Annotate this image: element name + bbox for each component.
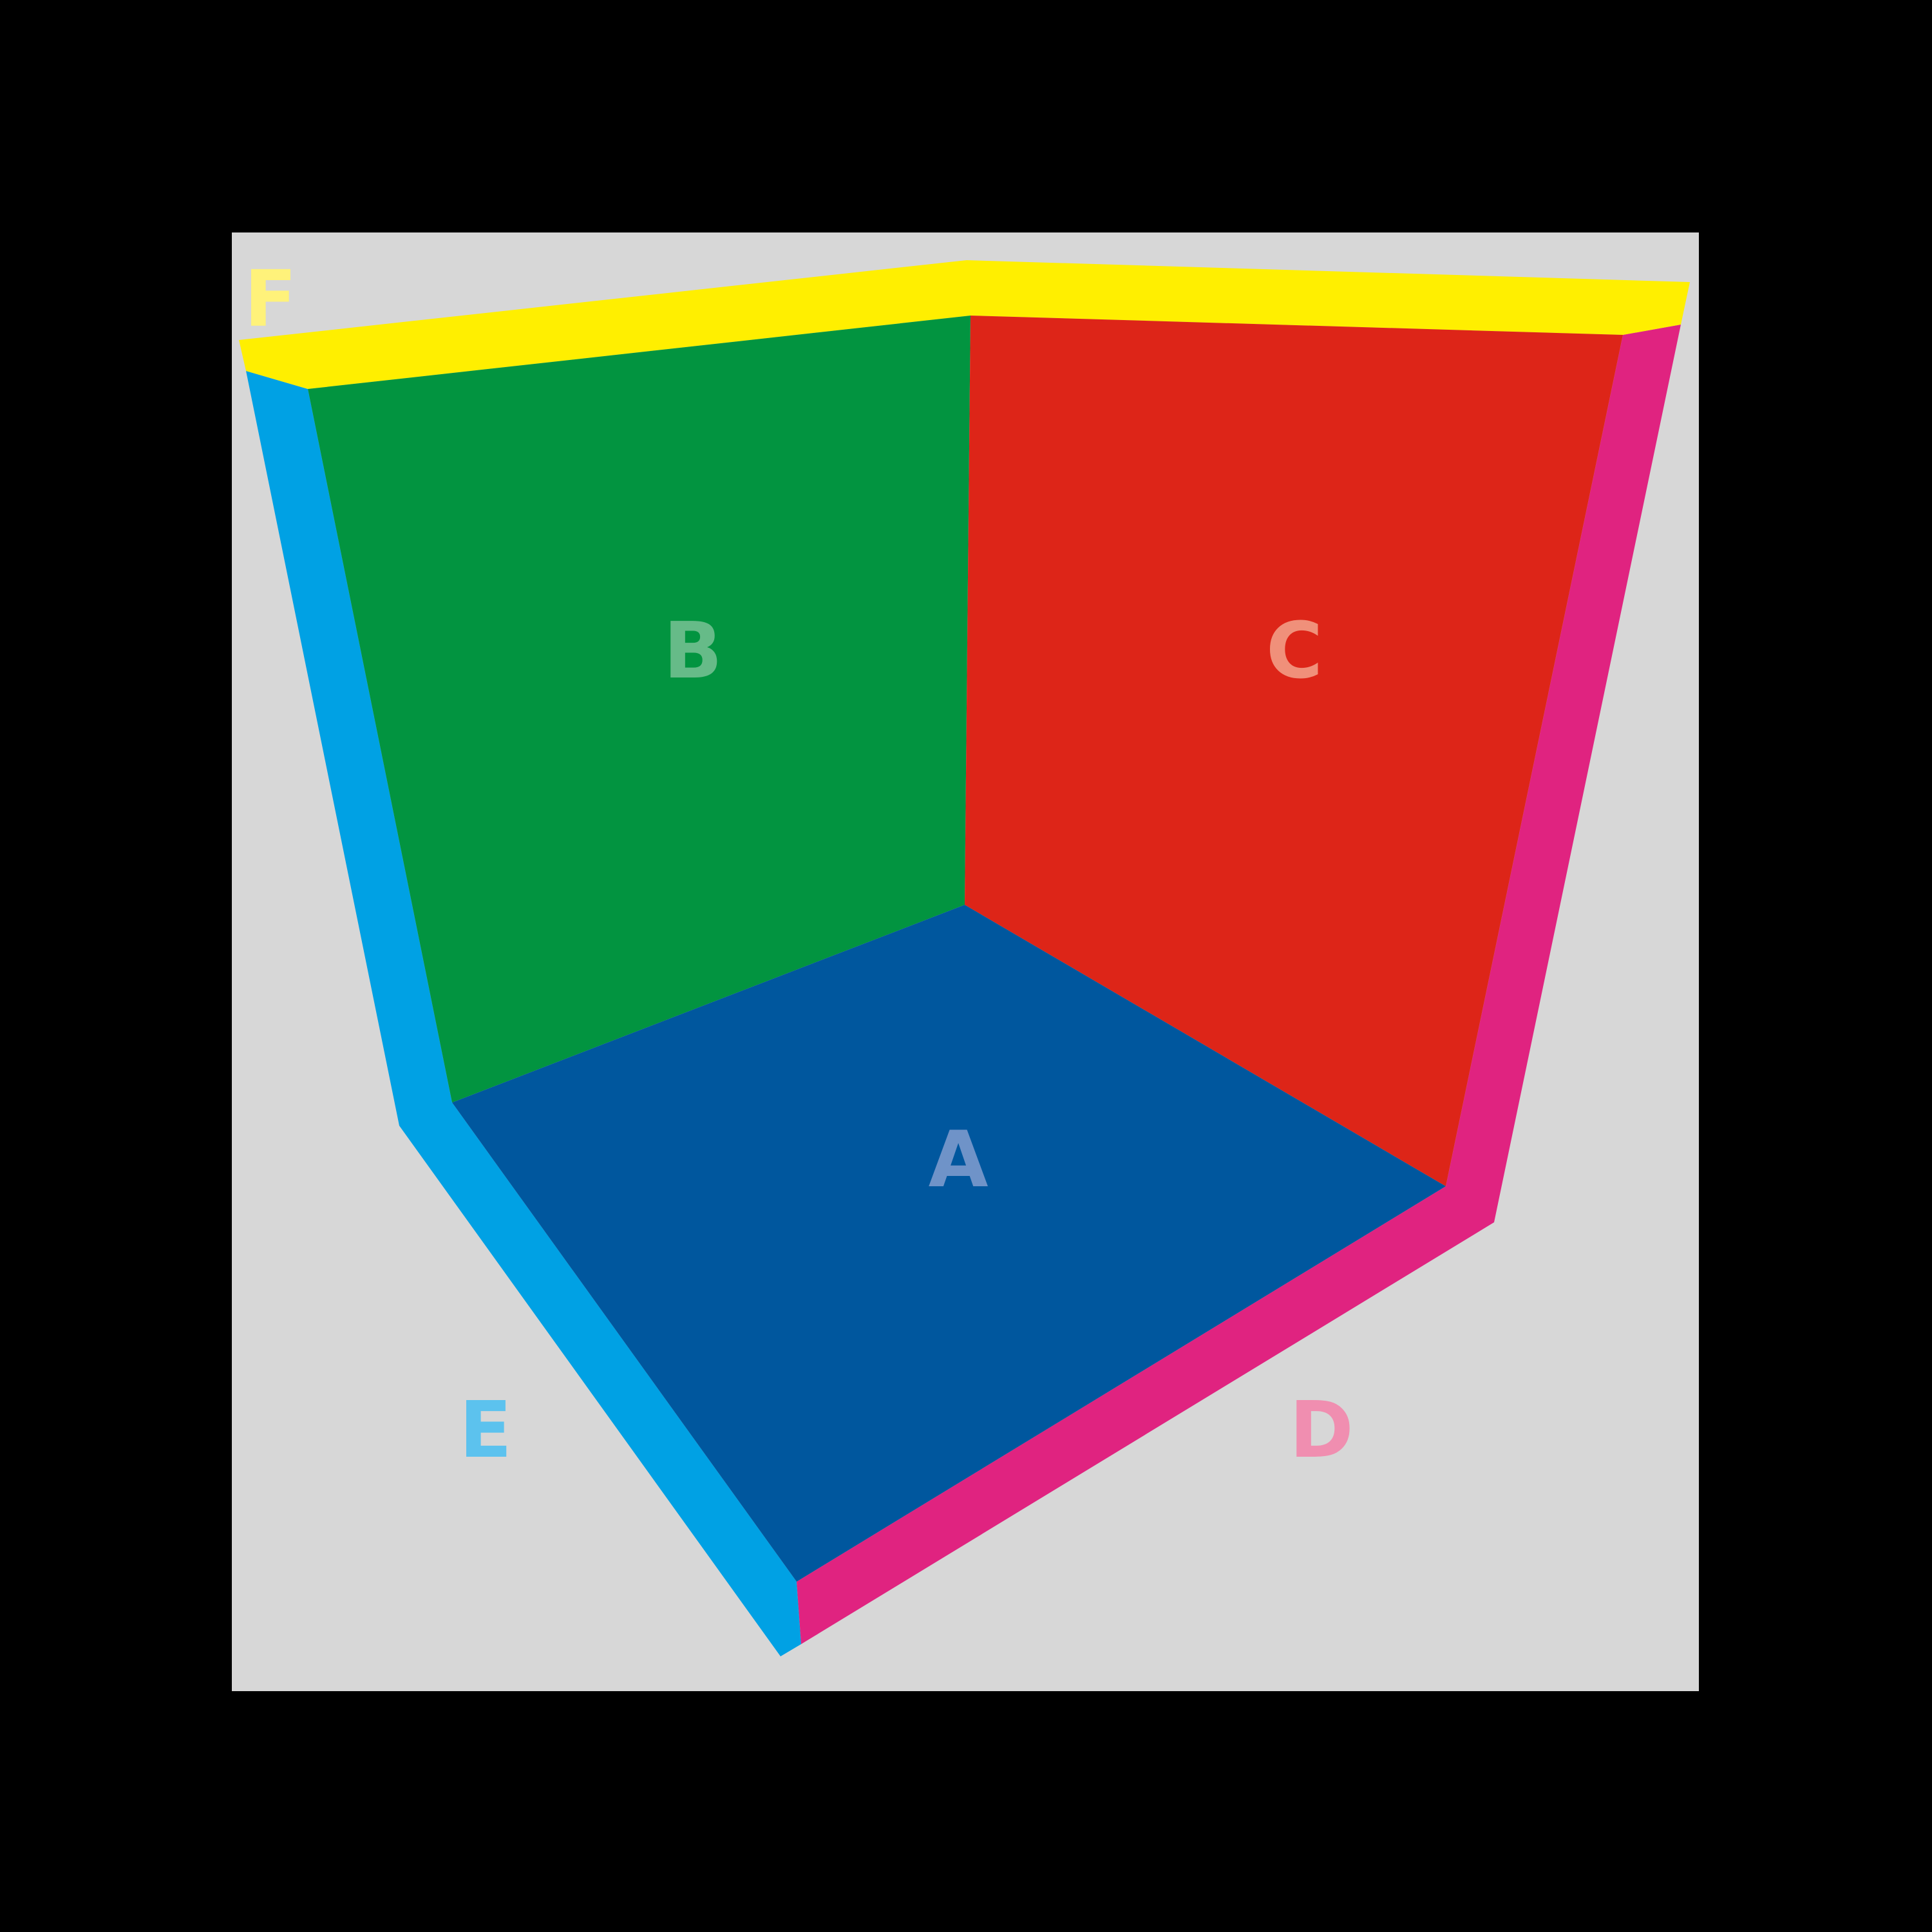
label-a: A (929, 1115, 989, 1205)
label-f: F (244, 255, 297, 345)
label-d: D (1289, 1386, 1354, 1475)
face-c-right-wall (965, 316, 1623, 1186)
edge-e-strip (246, 371, 801, 1656)
face-b-left-wall (308, 316, 971, 1103)
face-a-floor (452, 905, 1446, 1582)
label-c: C (1266, 607, 1323, 696)
label-b: B (663, 607, 722, 696)
edge-f-strip (239, 260, 1690, 389)
edge-d-strip (797, 325, 1681, 1644)
label-e: E (459, 1386, 512, 1475)
